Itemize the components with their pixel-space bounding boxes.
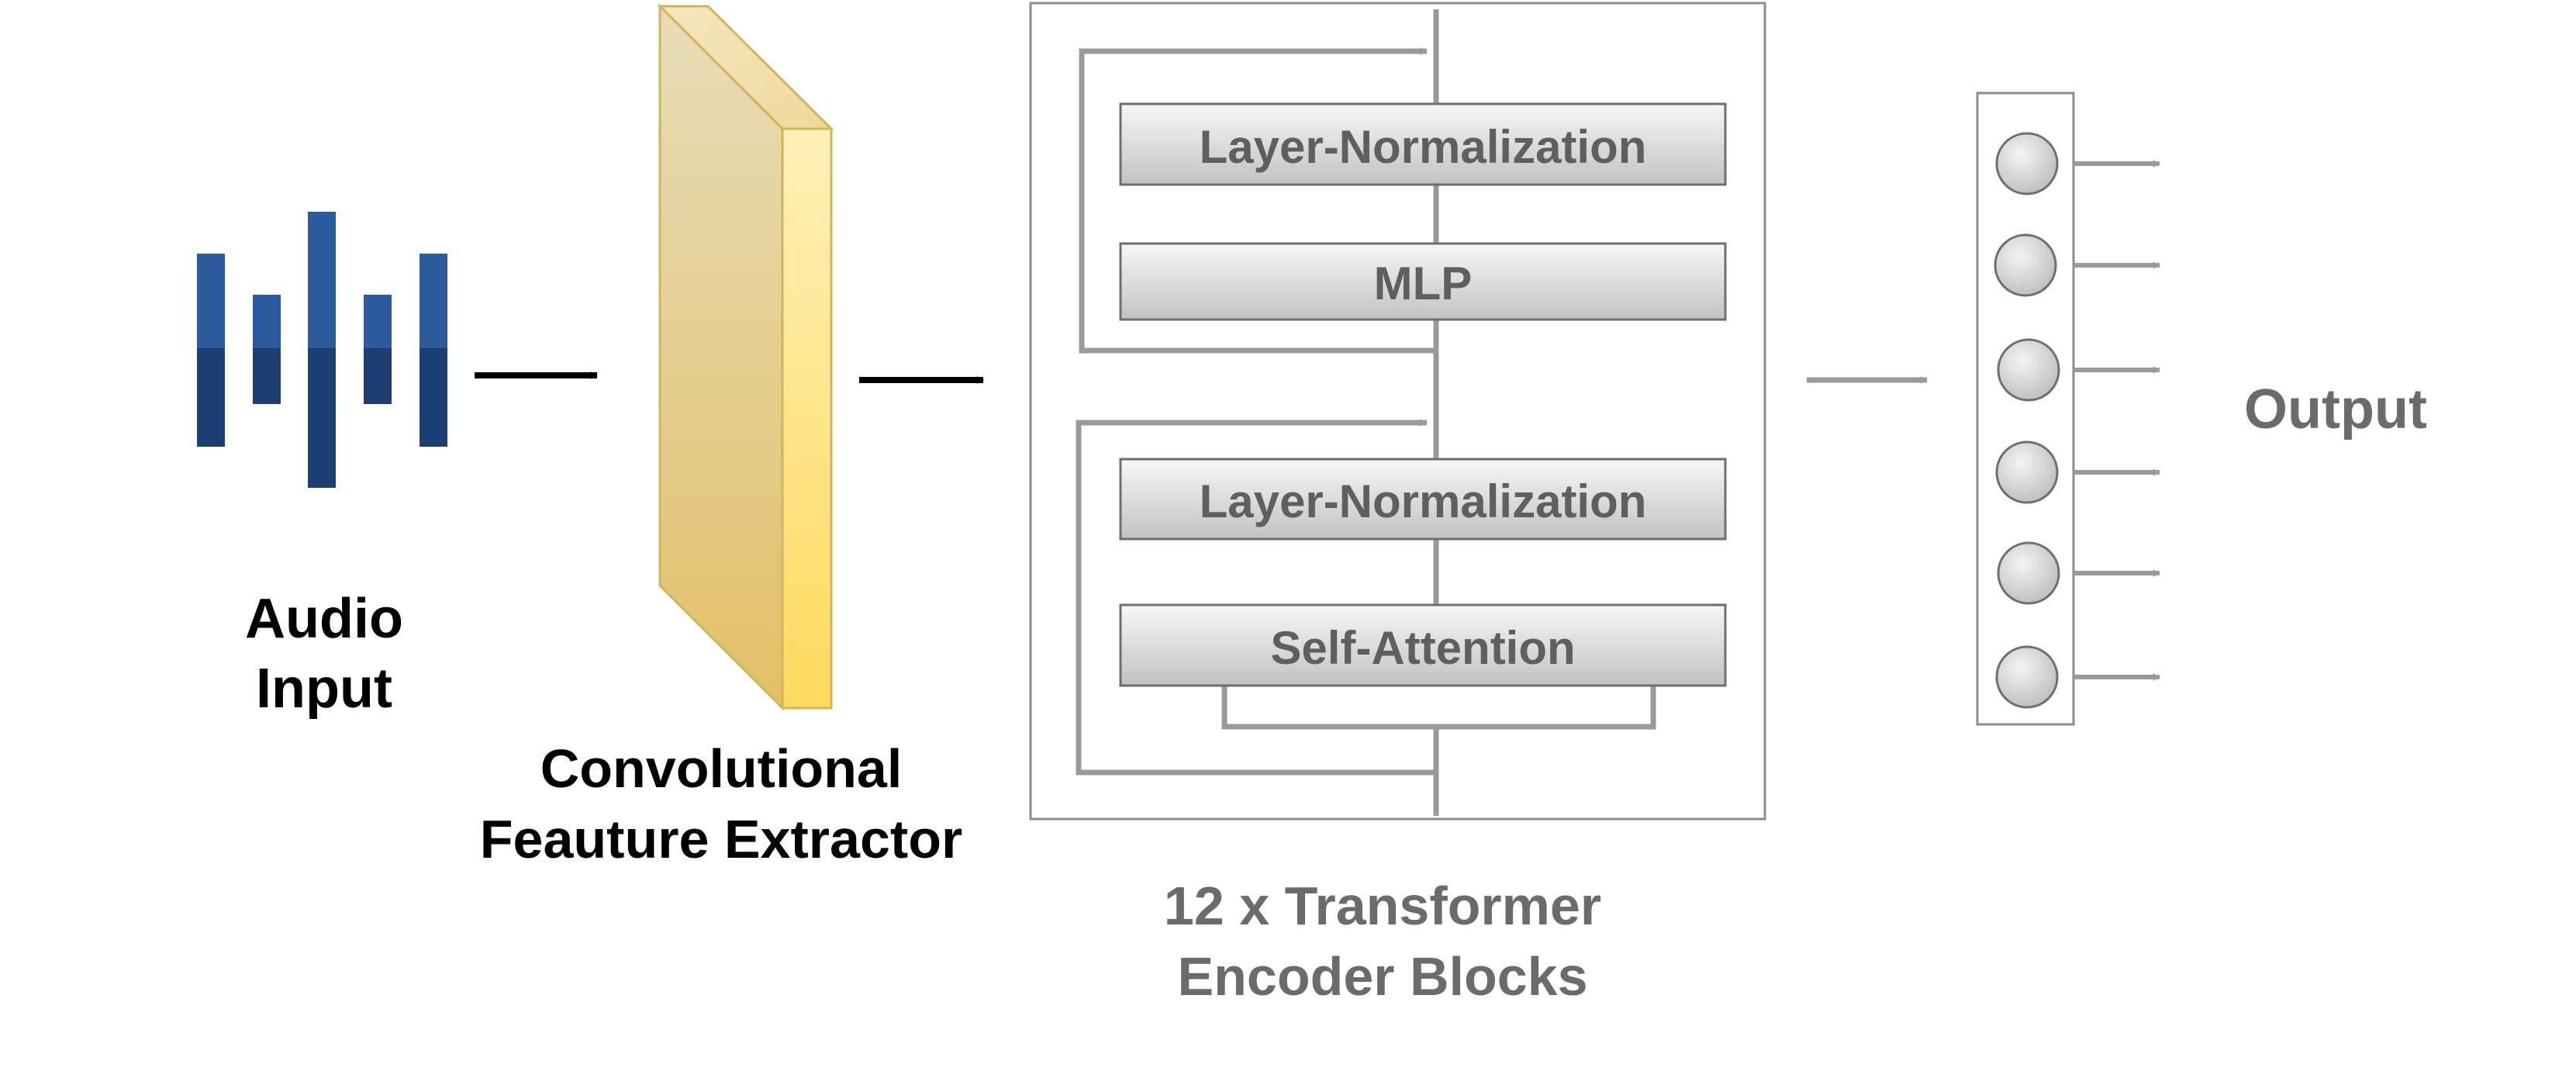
output-nodes [1994,132,2160,709]
conv-extractor-block [657,3,834,711]
self-attention-label: Self-Attention [1270,622,1575,674]
output-node [1997,541,2060,605]
layer-norm-top-label: Layer-Normalization [1200,121,1647,173]
output-node [1995,441,2059,504]
conv-extractor-label-line1: Convolutional [540,738,903,799]
self-attention-box: Self-Attention [1119,603,1727,687]
layer-norm-bottom-box: Layer-Normalization [1119,458,1727,541]
mlp-box: MLP [1119,242,1727,321]
output-node [1995,132,2059,195]
transformer-encoder-frame [1029,2,1766,821]
layer-norm-bottom-label: Layer-Normalization [1200,475,1647,527]
output-label: Output [2244,378,2427,441]
encoder-label-line2: Encoder Blocks [1177,946,1587,1007]
audio-input-label-line2: Input [256,658,392,720]
layer-norm-top-box: Layer-Normalization [1119,102,1727,186]
mlp-label: MLP [1374,257,1473,309]
output-node [1995,645,2059,709]
audio-input-label-line1: Audio [245,588,403,650]
audio-waveform-icon [197,212,447,488]
encoder-label-line1: 12 x Transformer [1164,876,1601,936]
output-node [1994,233,2057,297]
output-vector [1976,92,2075,726]
encoder-connections [1076,9,1656,816]
output-node [1997,338,2060,402]
conv-extractor-label-line2: Feauture Extractor [480,809,962,869]
